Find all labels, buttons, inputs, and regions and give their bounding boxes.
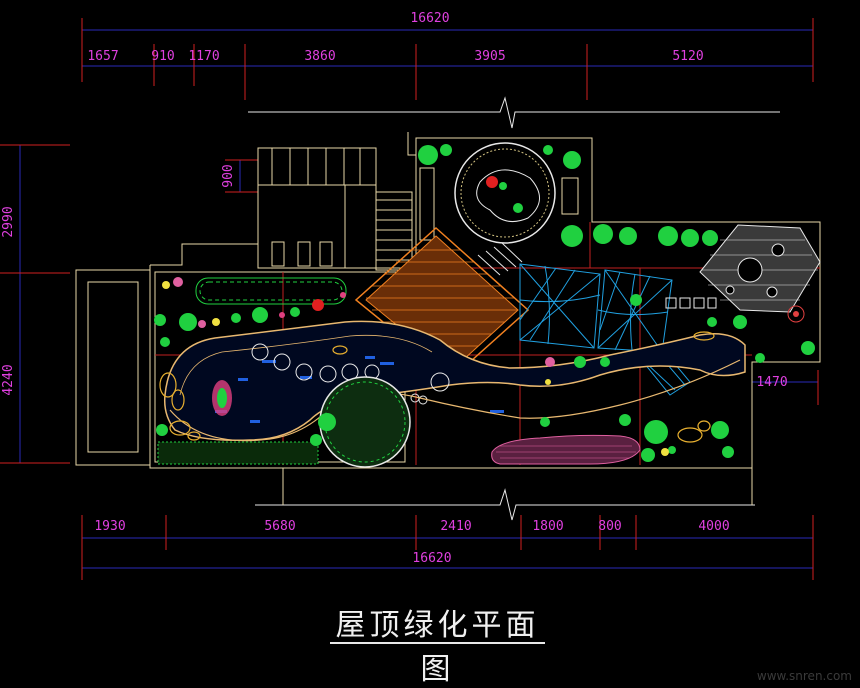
dim-bottom-seg-6: 4000 — [698, 519, 729, 534]
top-dimension-lines — [81, 18, 814, 100]
circular-plaza — [454, 142, 556, 244]
stepping-stones — [251, 343, 450, 405]
dim-bottom-total: 16620 — [412, 551, 451, 566]
pond — [163, 320, 746, 442]
drawing-title: 屋顶绿化平面图 — [335, 608, 540, 687]
tensile-canopy — [519, 263, 673, 353]
inner-dim-900 — [225, 159, 258, 193]
break-line-top — [248, 96, 780, 129]
dim-bottom-seg-5: 800 — [598, 519, 621, 534]
dim-top-total: 16620 — [410, 11, 449, 26]
left-dimension-lines — [0, 144, 70, 464]
dim-bottom-seg-1: 1930 — [94, 519, 125, 534]
big-tree — [319, 376, 411, 468]
rocks — [159, 331, 715, 443]
dim-top-seg-2: 910 — [151, 49, 174, 64]
flowers — [162, 277, 669, 456]
dim-top-seg-6: 5120 — [672, 49, 703, 64]
dim-1470: 1470 — [756, 375, 787, 390]
ramp-stripes — [477, 242, 523, 276]
break-line-bottom — [255, 488, 755, 521]
dim-top-seg-4: 3860 — [304, 49, 335, 64]
roof-outline — [75, 132, 821, 505]
dim-bottom-seg-2: 5680 — [264, 519, 295, 534]
dim-top-seg-3: 1170 — [188, 49, 219, 64]
dim-left-upper: 2990 — [1, 206, 16, 237]
dim-900: 900 — [221, 164, 236, 187]
dim-top-seg-1: 1657 — [87, 49, 118, 64]
garden-path — [169, 359, 741, 442]
dim-bottom-seg-3: 2410 — [440, 519, 471, 534]
white-stone-plaza — [699, 224, 821, 323]
watermark: www.snren.com — [756, 669, 852, 683]
pink-paving — [491, 434, 641, 465]
lawn-bottom-left — [157, 441, 319, 465]
dim-left-lower: 4240 — [1, 364, 16, 395]
furniture — [665, 297, 717, 309]
dim-bottom-seg-4: 1800 — [532, 519, 563, 534]
hedge-top — [195, 277, 347, 305]
dim-top-seg-5: 3905 — [474, 49, 505, 64]
title-underline — [330, 642, 545, 644]
plants — [154, 144, 815, 462]
